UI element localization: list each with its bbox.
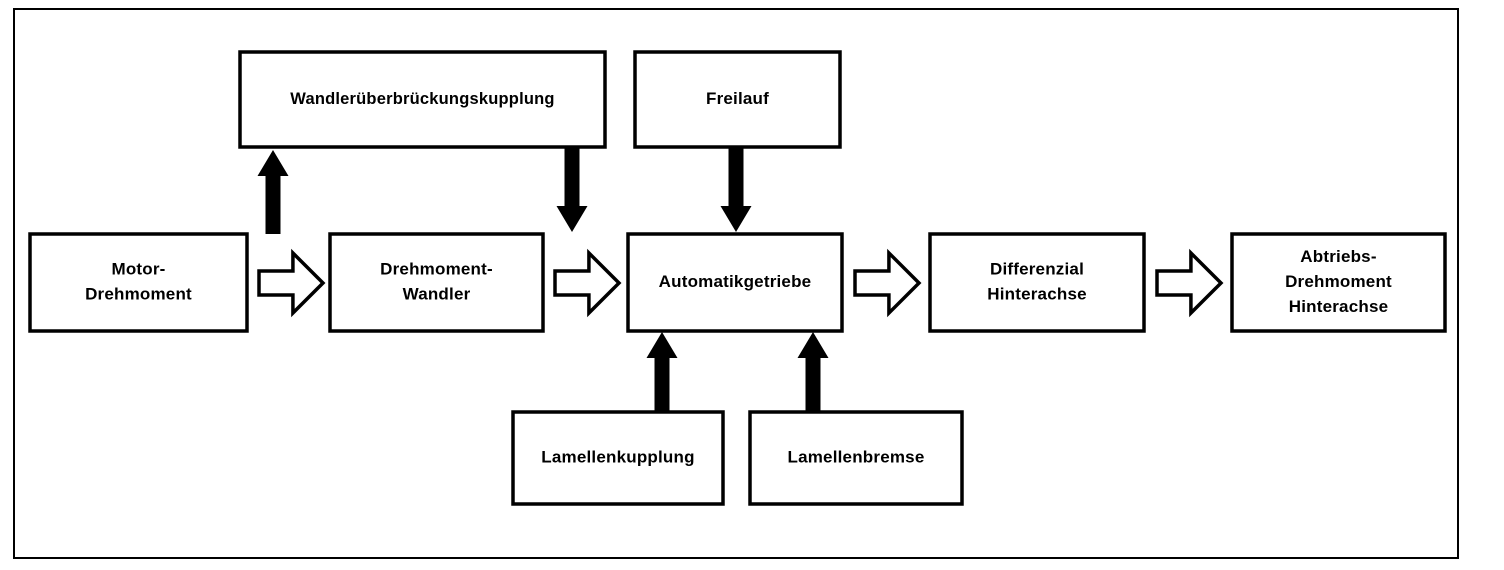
solid-arrow-motor-to-wuek (257, 150, 289, 234)
node-motor-drehmoment-label-line-2: Drehmoment (85, 284, 192, 303)
node-lamellenkupplung-box[interactable] (511, 410, 725, 506)
diagram-border (13, 8, 1459, 559)
solid-arrow-lamellenkupplung-to-getriebe (646, 332, 678, 412)
node-lamellenkupplung-label-line-1: Lamellenkupplung (541, 447, 694, 466)
node-drehmoment-wandler[interactable]: Drehmoment- Wandler (328, 232, 545, 333)
node-abtriebs-drehmoment-hinterachse-label-line-3: Hinterachse (1289, 297, 1389, 316)
node-abtriebs-drehmoment-hinterachse-label-line-2: Drehmoment (1285, 272, 1392, 291)
solid-arrow-freilauf-to-getriebe (720, 148, 752, 232)
node-automatikgetriebe-box[interactable] (626, 232, 844, 333)
node-wandlerueberbrueckungskupplung-box[interactable] (238, 50, 607, 149)
solid-arrow-wuek-to-wandler (556, 148, 588, 232)
node-freilauf[interactable]: Freilauf (633, 50, 842, 149)
block-arrow-wandler-to-getriebe (553, 248, 622, 318)
node-motor-drehmoment[interactable]: Motor- Drehmoment (28, 232, 249, 333)
node-automatikgetriebe[interactable]: Automatikgetriebe (626, 232, 844, 333)
node-abtriebs-drehmoment-hinterachse-label-line-1: Abtriebs- (1300, 247, 1376, 266)
node-automatikgetriebe-label-line-1: Automatikgetriebe (659, 272, 812, 291)
node-differenzial-hinterachse-box[interactable] (928, 232, 1146, 333)
node-lamellenbremse[interactable]: Lamellenbremse (748, 410, 964, 506)
node-differenzial-hinterachse-label-line-2: Hinterachse (987, 284, 1087, 303)
node-lamellenkupplung[interactable]: Lamellenkupplung (511, 410, 725, 506)
block-arrow-group (257, 248, 1224, 318)
node-freilauf-box[interactable] (633, 50, 842, 149)
node-motor-drehmoment-label-line-1: Motor- (111, 259, 165, 278)
node-group: Motor- Drehmoment Wandlerüberbrückungskupp… (28, 50, 1447, 506)
node-freilauf-label-line-1: Freilauf (706, 89, 769, 108)
solid-arrow-lamellenbremse-to-getriebe (797, 332, 829, 412)
node-motor-drehmoment-box[interactable] (28, 232, 249, 333)
node-lamellenbremse-box[interactable] (748, 410, 964, 506)
block-arrow-getriebe-to-differenzial (853, 248, 922, 318)
node-lamellenbremse-label-line-1: Lamellenbremse (788, 447, 925, 466)
block-arrow-motor-to-wandler (257, 248, 326, 318)
node-abtriebs-drehmoment-hinterachse-box[interactable] (1230, 232, 1447, 333)
node-drehmoment-wandler-label-line-2: Wandler (403, 284, 471, 303)
node-drehmoment-wandler-label-line-1: Drehmoment- (380, 259, 493, 278)
solid-arrow-group (257, 148, 829, 412)
block-arrow-differenzial-to-abtrieb (1155, 248, 1224, 318)
node-wandlerueberbrueckungskupplung-label-line-1: Wandlerüberbrückungskupplung (290, 90, 554, 108)
node-differenzial-hinterachse-label-line-1: Differenzial (990, 259, 1084, 278)
node-drehmoment-wandler-box[interactable] (328, 232, 545, 333)
node-wandlerueberbrueckungskupplung[interactable]: Wandlerüberbrückungskupplung (238, 50, 607, 149)
diagram-frame (13, 8, 1459, 559)
